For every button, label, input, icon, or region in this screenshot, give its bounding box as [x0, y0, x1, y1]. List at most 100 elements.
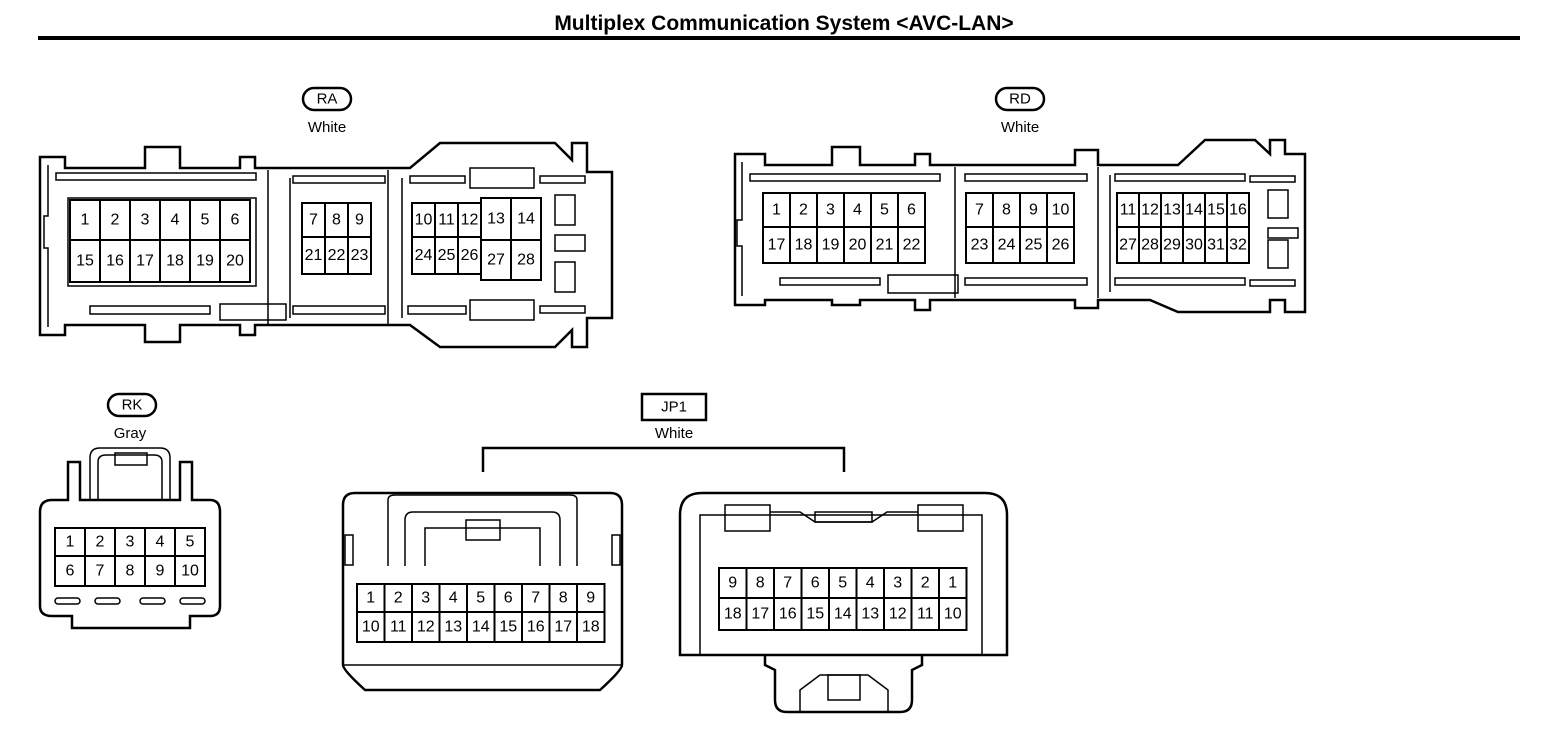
connector-jp1-pin-14: 14 — [472, 619, 490, 636]
connector-ra-pin-7: 7 — [309, 212, 318, 229]
connector-jp1-pin-15: 15 — [806, 606, 824, 623]
connector-ra-pin-16: 16 — [106, 253, 124, 270]
connector-ra-pin-27-cell — [480, 239, 512, 281]
connector-ra-pin-5: 5 — [201, 212, 210, 229]
connector-rd-pin-32-cell — [1226, 226, 1250, 264]
connector-ra-tag-box — [301, 86, 353, 112]
connector-jp1-pin-17: 17 — [751, 606, 769, 623]
connector-jp1-right-housing — [678, 491, 1009, 714]
title-rule — [38, 36, 1520, 40]
connector-jp1-pin-16-cell — [521, 611, 551, 643]
connector-rd-pin-4: 4 — [853, 202, 862, 219]
connector-jp1-pin-17-cell — [745, 597, 775, 631]
connector-rk-pin-8: 8 — [126, 563, 135, 580]
connector-ra-pin-23: 23 — [351, 247, 369, 264]
connector-rd-pin-11: 11 — [1120, 202, 1137, 219]
connector-rk-color: Gray — [114, 425, 147, 442]
connector-jp1-pin-6: 6 — [504, 590, 513, 607]
connector-ra-pin-12: 12 — [461, 212, 479, 229]
connector-rd-pin-10: 10 — [1052, 202, 1070, 219]
connector-ra-pin-8: 8 — [332, 212, 341, 229]
connector-rd-pin-20: 20 — [849, 237, 867, 254]
connector-jp1-pin-10: 10 — [944, 606, 962, 623]
connector-rk-pin-2: 2 — [96, 534, 105, 551]
connector-jp1-pin-8: 8 — [559, 590, 568, 607]
connector-rd-pin-17: 17 — [768, 237, 786, 254]
connector-ra-pin-2: 2 — [111, 212, 120, 229]
connector-ra-pin-24: 24 — [415, 247, 433, 264]
connector-jp1-pin-8: 8 — [756, 575, 765, 592]
connector-jp1-pin-7: 7 — [531, 590, 540, 607]
connector-jp1-pin-4: 4 — [866, 575, 875, 592]
connector-ra-pin-27: 27 — [487, 252, 505, 269]
connector-ra-pin-15: 15 — [76, 253, 94, 270]
connector-jp1-pin-7: 7 — [783, 575, 792, 592]
connector-ra-pin-23-cell — [347, 236, 372, 275]
connector-ra-pin-19-cell — [189, 239, 221, 283]
connector-rd-tag-box — [994, 86, 1046, 112]
connector-jp1-pin-13-cell — [855, 597, 885, 631]
connector-rk-tag-box — [106, 392, 158, 418]
connector-ra-pin-17-cell — [129, 239, 161, 283]
connector-ra-pin-10: 10 — [415, 212, 433, 229]
connector-jp1-pin-13: 13 — [444, 619, 462, 636]
connector-rd-pin-27: 27 — [1119, 237, 1137, 254]
connector-rd-pins: 1172183194205216227238249251026112712281… — [762, 192, 1250, 264]
connector-jp1-pin-11-cell — [910, 597, 940, 631]
connector-ra-pin-13: 13 — [487, 211, 505, 228]
connector-jp1-pin-16-cell — [773, 597, 803, 631]
connector-jp1-pin-16: 16 — [527, 619, 545, 636]
connector-rd-pin-32: 32 — [1229, 237, 1247, 254]
connector-rd: RD White 1172183194205216227238249251026… — [733, 86, 1307, 314]
connector-rk-housing — [38, 447, 222, 630]
page-title: Multiplex Communication System <AVC-LAN> — [554, 12, 1014, 35]
connector-rd-pin-25: 25 — [1025, 237, 1043, 254]
connector-jp1-pin-9: 9 — [728, 575, 737, 592]
connector-rk-pin-3: 3 — [126, 534, 135, 551]
connector-rd-pin-5: 5 — [880, 202, 889, 219]
connector-jp1-pin-11: 11 — [390, 619, 407, 636]
connector-jp1-pin-14: 14 — [834, 606, 852, 623]
connector-rk-pin-2-cell — [84, 527, 116, 557]
connector-jp1-pin-6: 6 — [811, 575, 820, 592]
connector-rd-pin-9: 9 — [1029, 202, 1038, 219]
connector-jp1-id: JP1 — [661, 399, 687, 416]
connector-rd-pin-17-cell — [762, 226, 791, 264]
connector-rk-pin-9-cell — [144, 555, 176, 587]
connector-rd-pin-22: 22 — [903, 237, 921, 254]
connector-jp1-pin-18: 18 — [724, 606, 742, 623]
connector-ra-pin-20: 20 — [226, 253, 244, 270]
connector-ra-pin-11: 11 — [438, 212, 455, 229]
connector-jp1-pin-11-cell — [383, 611, 413, 643]
connector-jp1-pin-6-cell — [800, 567, 830, 599]
connector-jp1-pin-10-cell — [938, 597, 968, 631]
connector-rd-pin-6: 6 — [907, 202, 916, 219]
connector-jp1-pin-15: 15 — [499, 619, 517, 636]
connector-rk-pin-4: 4 — [156, 534, 165, 551]
connector-rd-pin-30: 30 — [1185, 237, 1203, 254]
connector-jp1-pin-10-cell — [356, 611, 386, 643]
connector-ra-pin-14: 14 — [517, 211, 535, 228]
connector-ra-housing — [38, 141, 614, 349]
connector-rd-pin-18: 18 — [795, 237, 813, 254]
connector-jp1-pins: 1102113124135146157168179189188177166155… — [356, 567, 968, 643]
connector-rd-pin-24: 24 — [998, 237, 1016, 254]
connector-ra-pin-21: 21 — [305, 247, 323, 264]
connector-jp1-pin-2: 2 — [394, 590, 403, 607]
connector-rd-pin-8: 8 — [1002, 202, 1011, 219]
connector-rd-pin-13: 13 — [1163, 202, 1181, 219]
connector-jp1-pin-12-cell — [883, 597, 913, 631]
connector-rk-pin-5: 5 — [186, 534, 195, 551]
connector-jp1-pin-5-cell — [828, 567, 858, 599]
connector-rd-pin-8-cell — [992, 192, 1021, 228]
connector-rd-pin-22-cell — [897, 226, 926, 264]
connector-jp1-pin-18-cell — [718, 597, 748, 631]
connector-jp1-pin-3: 3 — [421, 590, 430, 607]
connector-ra-color: White — [308, 119, 346, 136]
connector-rd-pin-24-cell — [992, 226, 1021, 264]
connector-rd-pin-31: 31 — [1207, 237, 1225, 254]
connector-ra-pin-3: 3 — [141, 212, 150, 229]
connector-rd-id: RD — [1009, 91, 1031, 108]
